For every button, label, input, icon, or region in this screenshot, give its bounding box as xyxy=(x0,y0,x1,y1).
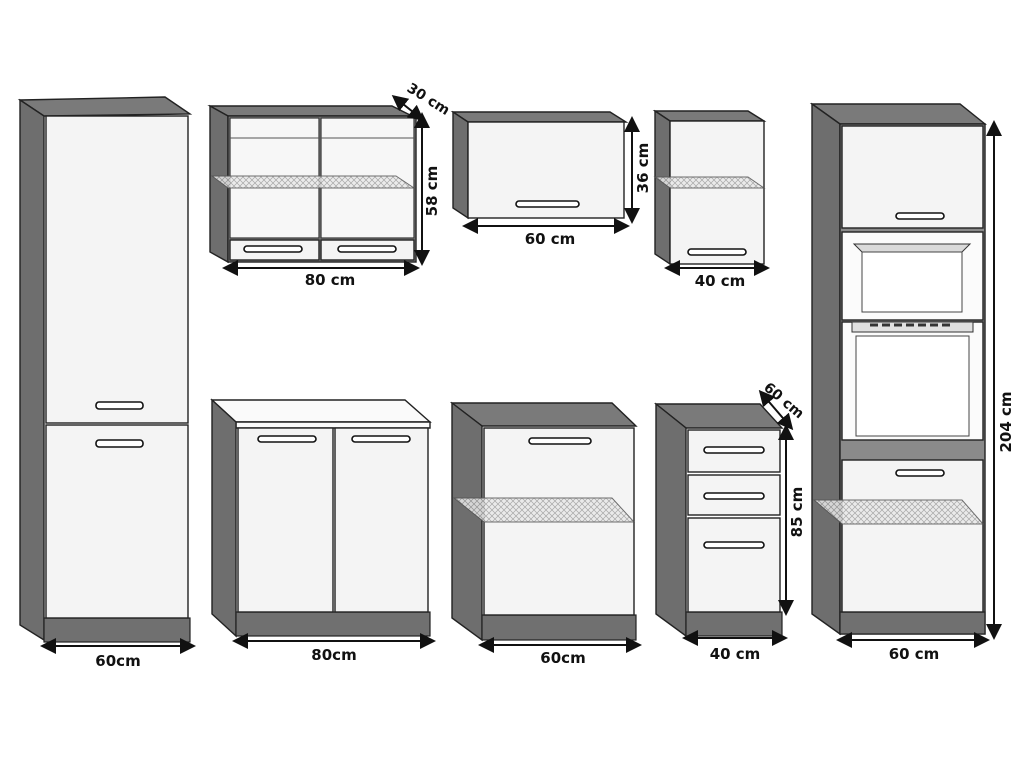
base-single-cabinet: 60cm xyxy=(449,401,642,667)
tall-left-upper-handle xyxy=(95,401,144,410)
tall-oven-height-label: 204 cm xyxy=(997,391,1015,452)
tall-oven-oven-vent xyxy=(851,321,974,333)
base-double-worktop xyxy=(210,399,432,423)
tall-left-lower-door xyxy=(45,424,189,619)
tall-oven-bottom-handle xyxy=(895,469,945,477)
wall-flap-handle xyxy=(515,200,580,208)
base-single-shelf xyxy=(452,497,636,523)
base-single-top xyxy=(449,402,638,427)
wall-small-top xyxy=(652,110,767,122)
wall-small-shelf xyxy=(653,176,766,189)
wall-glass-width-label: 80 cm xyxy=(305,271,356,289)
tall-oven-width-label: 60 cm xyxy=(889,645,940,663)
wall-glass-depth-label: 30 cm xyxy=(404,80,453,119)
wall-flap-height-label: 36 cm xyxy=(634,143,652,194)
drawer-2-handle xyxy=(703,492,765,500)
base-double-cabinet: 80cm xyxy=(210,398,436,664)
wall-small-door xyxy=(669,120,765,265)
wall-glass-cabinet: 80 cm 58 cm 30 cm xyxy=(207,80,453,289)
tall-oven-top xyxy=(809,103,987,125)
wall-small-cabinet: 40 cm xyxy=(652,109,770,290)
tall-oven-bottom-door xyxy=(841,459,984,613)
wall-glass-right-handle xyxy=(337,245,397,253)
base-single-handle xyxy=(528,437,592,445)
base-single-plinth xyxy=(481,614,637,641)
tall-oven-oven-inner xyxy=(855,335,970,437)
base-double-right-handle xyxy=(351,435,411,443)
tall-fridge-cabinet: 60cm xyxy=(17,96,196,670)
base-double-left-door xyxy=(237,427,334,613)
tall-left-width-label: 60cm xyxy=(95,652,140,670)
drawer-cabinet: 40 cm 85 cm 60 cm xyxy=(654,380,807,663)
wall-flap-side xyxy=(452,110,469,220)
tall-oven-niche-inner-top xyxy=(852,243,972,253)
wall-flap-top xyxy=(450,111,629,123)
base-single-side xyxy=(451,401,483,642)
base-single-width-label: 60cm xyxy=(540,649,585,667)
wall-flap-width-label: 60 cm xyxy=(525,230,576,248)
tall-oven-top-door xyxy=(841,125,984,229)
tall-oven-top-handle xyxy=(895,212,945,220)
base-double-worktop-edge xyxy=(235,421,431,429)
drawer-plinth xyxy=(685,611,783,637)
base-double-plinth xyxy=(235,611,431,637)
tall-oven-plinth xyxy=(839,611,986,635)
drawer-depth-line xyxy=(758,389,794,431)
drawer-width-label: 40 cm xyxy=(710,645,761,663)
tall-left-side xyxy=(19,98,45,642)
drawer-side xyxy=(655,402,687,638)
tall-left-lower-handle xyxy=(95,439,144,448)
tall-oven-shelf xyxy=(812,499,985,525)
tall-oven-cabinet: 60 cm 204 cm xyxy=(809,102,1015,663)
drawer-3-handle xyxy=(703,541,765,549)
wall-small-handle xyxy=(687,248,747,256)
base-double-width-label: 80cm xyxy=(311,646,356,664)
drawer-1-handle xyxy=(703,446,765,454)
tall-left-top xyxy=(17,96,193,117)
tall-oven-niche-inner xyxy=(861,251,963,313)
wall-glass-depth-line xyxy=(391,95,425,121)
base-double-side xyxy=(211,398,237,638)
wall-small-side xyxy=(654,109,671,266)
tall-oven-side xyxy=(811,102,841,636)
wall-small-width-label: 40 cm xyxy=(695,272,746,290)
wall-glass-left-handle xyxy=(243,245,303,253)
tall-left-plinth xyxy=(43,617,191,643)
drawer-3 xyxy=(687,517,781,613)
tall-left-upper-door xyxy=(45,115,189,424)
wall-flap-cabinet: 60 cm 36 cm xyxy=(450,110,652,248)
base-double-left-handle xyxy=(257,435,317,443)
wall-glass-top xyxy=(207,105,413,117)
wall-glass-height-label: 58 cm xyxy=(423,166,441,217)
wall-glass-shelf xyxy=(210,175,416,189)
base-double-right-door xyxy=(334,427,429,613)
drawer-height-label: 85 cm xyxy=(788,487,806,538)
